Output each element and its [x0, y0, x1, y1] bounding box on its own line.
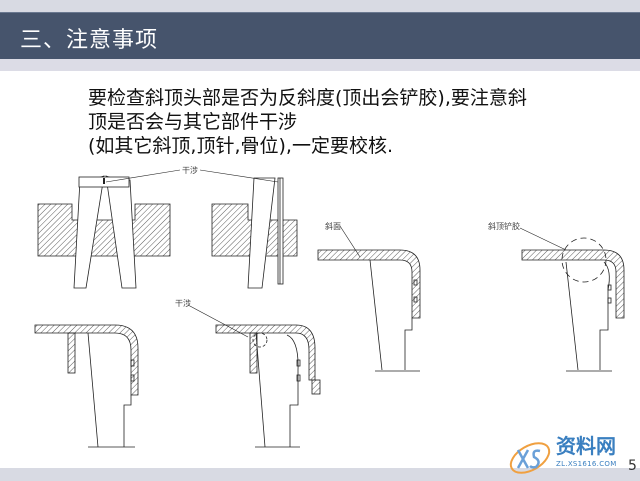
body-text: 要检查斜顶头部是否为反斜度(顶出会铲胶),要注意斜 顶是否会与其它部件干涉 (如… — [88, 86, 527, 158]
watermark-logo-icon — [509, 442, 551, 474]
body-line-2: 顶是否会与其它部件干涉 — [88, 111, 298, 133]
bottom-strip — [0, 468, 640, 481]
figure-double-lifter — [37, 175, 171, 289]
label-slope: 斜面 — [325, 221, 341, 231]
body-line-3: (如其它斜顶,顶针,骨位),一定要校核. — [88, 135, 393, 157]
figure-lifter-scrape — [521, 237, 625, 372]
figure-rib-interference — [215, 324, 321, 448]
label-interference-bottom: 干涉 — [175, 298, 191, 308]
sub-strip — [0, 59, 640, 71]
label-lifter-scrape: 斜顶铲胶 — [488, 221, 520, 231]
label-interference-top: 干涉 — [182, 165, 198, 175]
page-number: 5 — [628, 458, 637, 474]
figure-lifter-pin — [211, 177, 298, 289]
figure-rib — [34, 324, 139, 448]
watermark-url: ZL.XS1616.COM — [556, 460, 617, 468]
body-line-1: 要检查斜顶头部是否为反斜度(顶出会铲胶),要注意斜 — [88, 87, 527, 109]
watermark-name: 资料网 — [556, 434, 616, 458]
figure-slope — [317, 249, 421, 372]
slide-title: 三、注意事项 — [20, 28, 159, 53]
top-strip — [0, 0, 640, 12]
